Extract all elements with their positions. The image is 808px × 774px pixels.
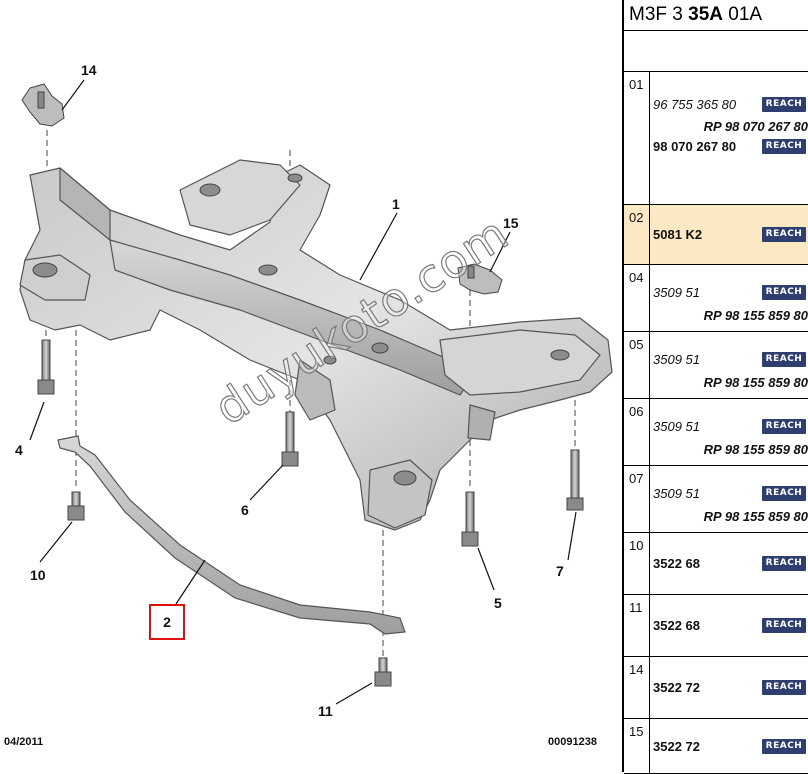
part-reference-line: RP 98 070 267 80 bbox=[653, 118, 808, 136]
panel-title: M3F 3 35A 01A bbox=[624, 0, 808, 31]
row-number: 11 bbox=[624, 595, 650, 656]
callout-15: 15 bbox=[503, 215, 519, 231]
callout-5: 5 bbox=[494, 595, 502, 611]
part-reference[interactable]: 98 070 267 80 bbox=[653, 139, 737, 154]
bolt-4 bbox=[37, 339, 55, 395]
clip-15 bbox=[457, 263, 503, 295]
reach-badge-icon: REACH bbox=[762, 285, 806, 300]
replacement-reference[interactable]: RP 98 155 859 80 bbox=[703, 375, 808, 390]
part-reference-line: 3509 51 REACH bbox=[653, 418, 808, 436]
reach-badge-icon: REACH bbox=[762, 618, 806, 633]
part-reference[interactable]: 96 755 365 80 bbox=[653, 97, 737, 112]
row-number: 01 bbox=[624, 72, 650, 204]
part-reference[interactable]: 3509 51 bbox=[653, 419, 700, 434]
row-number: 15 bbox=[624, 719, 650, 773]
reach-badge-icon: REACH bbox=[762, 680, 806, 695]
part-reference[interactable]: 3509 51 bbox=[653, 352, 700, 367]
part-reference-line: RP 98 155 859 80 bbox=[653, 307, 808, 325]
reach-badge-icon: REACH bbox=[762, 352, 806, 367]
title-prefix: M3F 3 bbox=[629, 4, 689, 25]
replacement-reference[interactable]: RP 98 155 859 80 bbox=[703, 509, 808, 524]
callout-1: 1 bbox=[392, 196, 400, 212]
replacement-reference[interactable]: RP 98 070 267 80 bbox=[703, 119, 808, 134]
part-reference[interactable]: 3509 51 bbox=[653, 285, 700, 300]
part-reference-line: 3509 51 REACH bbox=[653, 351, 808, 369]
title-suffix: 01A bbox=[722, 4, 763, 25]
bolt-5 bbox=[461, 491, 479, 547]
bolt-11 bbox=[374, 657, 392, 687]
reach-badge-icon: REACH bbox=[762, 739, 806, 754]
bolts bbox=[37, 339, 584, 687]
callout-10: 10 bbox=[30, 567, 46, 583]
part-reference-line: 3522 72 REACH bbox=[653, 679, 808, 697]
row-number: 05 bbox=[624, 332, 650, 398]
part-reference-line: RP 98 155 859 80 bbox=[653, 374, 808, 392]
row-number: 07 bbox=[624, 466, 650, 532]
callout-11: 11 bbox=[318, 703, 333, 719]
leader-lines bbox=[29, 79, 577, 705]
exploded-parts-diagram: 14 1 15 4 6 7 10 5 11 2 duyukoto.com 04/… bbox=[4, 62, 613, 748]
footer-reference: 00091238 bbox=[548, 736, 597, 748]
bolt-6 bbox=[281, 411, 299, 467]
reach-badge-icon: REACH bbox=[762, 97, 806, 112]
part-reference[interactable]: 3522 72 bbox=[653, 680, 700, 695]
part-reference-line: 3522 72 REACH bbox=[653, 738, 808, 756]
callout-14: 14 bbox=[81, 62, 97, 78]
reach-badge-icon: REACH bbox=[762, 139, 806, 154]
part-reference-line: 98 070 267 80 REACH bbox=[653, 138, 808, 156]
replacement-reference[interactable]: RP 98 155 859 80 bbox=[703, 308, 808, 323]
bolt-10 bbox=[67, 491, 85, 521]
part-reference[interactable]: 3522 68 bbox=[653, 618, 700, 633]
row-number: 02 bbox=[624, 205, 650, 264]
callout-labels: 14 1 15 4 6 7 10 5 11 bbox=[15, 62, 564, 719]
part-reference-line: 5081 K2 REACH bbox=[653, 226, 808, 244]
row-number: 04 bbox=[624, 265, 650, 331]
footer-date: 04/2011 bbox=[4, 736, 44, 748]
part-reference-line: 3509 51 REACH bbox=[653, 284, 808, 302]
callout-6: 6 bbox=[241, 502, 249, 518]
part-reference-line: 3509 51 REACH bbox=[653, 485, 808, 503]
reach-badge-icon: REACH bbox=[762, 556, 806, 571]
panel-header-gap bbox=[624, 31, 808, 72]
row-number: 10 bbox=[624, 533, 650, 594]
part-reference[interactable]: 3522 68 bbox=[653, 556, 700, 571]
reach-badge-icon: REACH bbox=[762, 486, 806, 501]
subframe-part-1 bbox=[19, 159, 613, 531]
selected-callout-2[interactable]: 2 bbox=[149, 604, 185, 640]
part-reference-line: 3522 68 REACH bbox=[653, 617, 808, 635]
title-bold: 35A bbox=[688, 4, 723, 25]
row-number: 06 bbox=[624, 399, 650, 465]
replacement-reference[interactable]: RP 98 155 859 80 bbox=[703, 442, 808, 457]
bolt-7 bbox=[566, 449, 584, 511]
row-number: 14 bbox=[624, 657, 650, 718]
clip-14 bbox=[21, 83, 65, 127]
part-reference-line: RP 98 155 859 80 bbox=[653, 441, 808, 459]
part-reference[interactable]: 3509 51 bbox=[653, 486, 700, 501]
tie-bar-part-2 bbox=[57, 435, 406, 635]
part-reference[interactable]: 5081 K2 bbox=[653, 227, 703, 242]
part-reference-line: 96 755 365 80 REACH bbox=[653, 96, 808, 114]
part-reference-line: 3522 68 REACH bbox=[653, 555, 808, 573]
reach-badge-icon: REACH bbox=[762, 419, 806, 434]
callout-4: 4 bbox=[15, 442, 23, 458]
reach-badge-icon: REACH bbox=[762, 227, 806, 242]
part-reference[interactable]: 3522 72 bbox=[653, 739, 700, 754]
clips bbox=[21, 83, 503, 295]
mounting-holes bbox=[32, 173, 570, 486]
callout-7: 7 bbox=[556, 563, 564, 579]
part-reference-line: RP 98 155 859 80 bbox=[653, 508, 808, 526]
subframe-drawing: 14 1 15 4 6 7 10 5 11 bbox=[15, 62, 613, 719]
